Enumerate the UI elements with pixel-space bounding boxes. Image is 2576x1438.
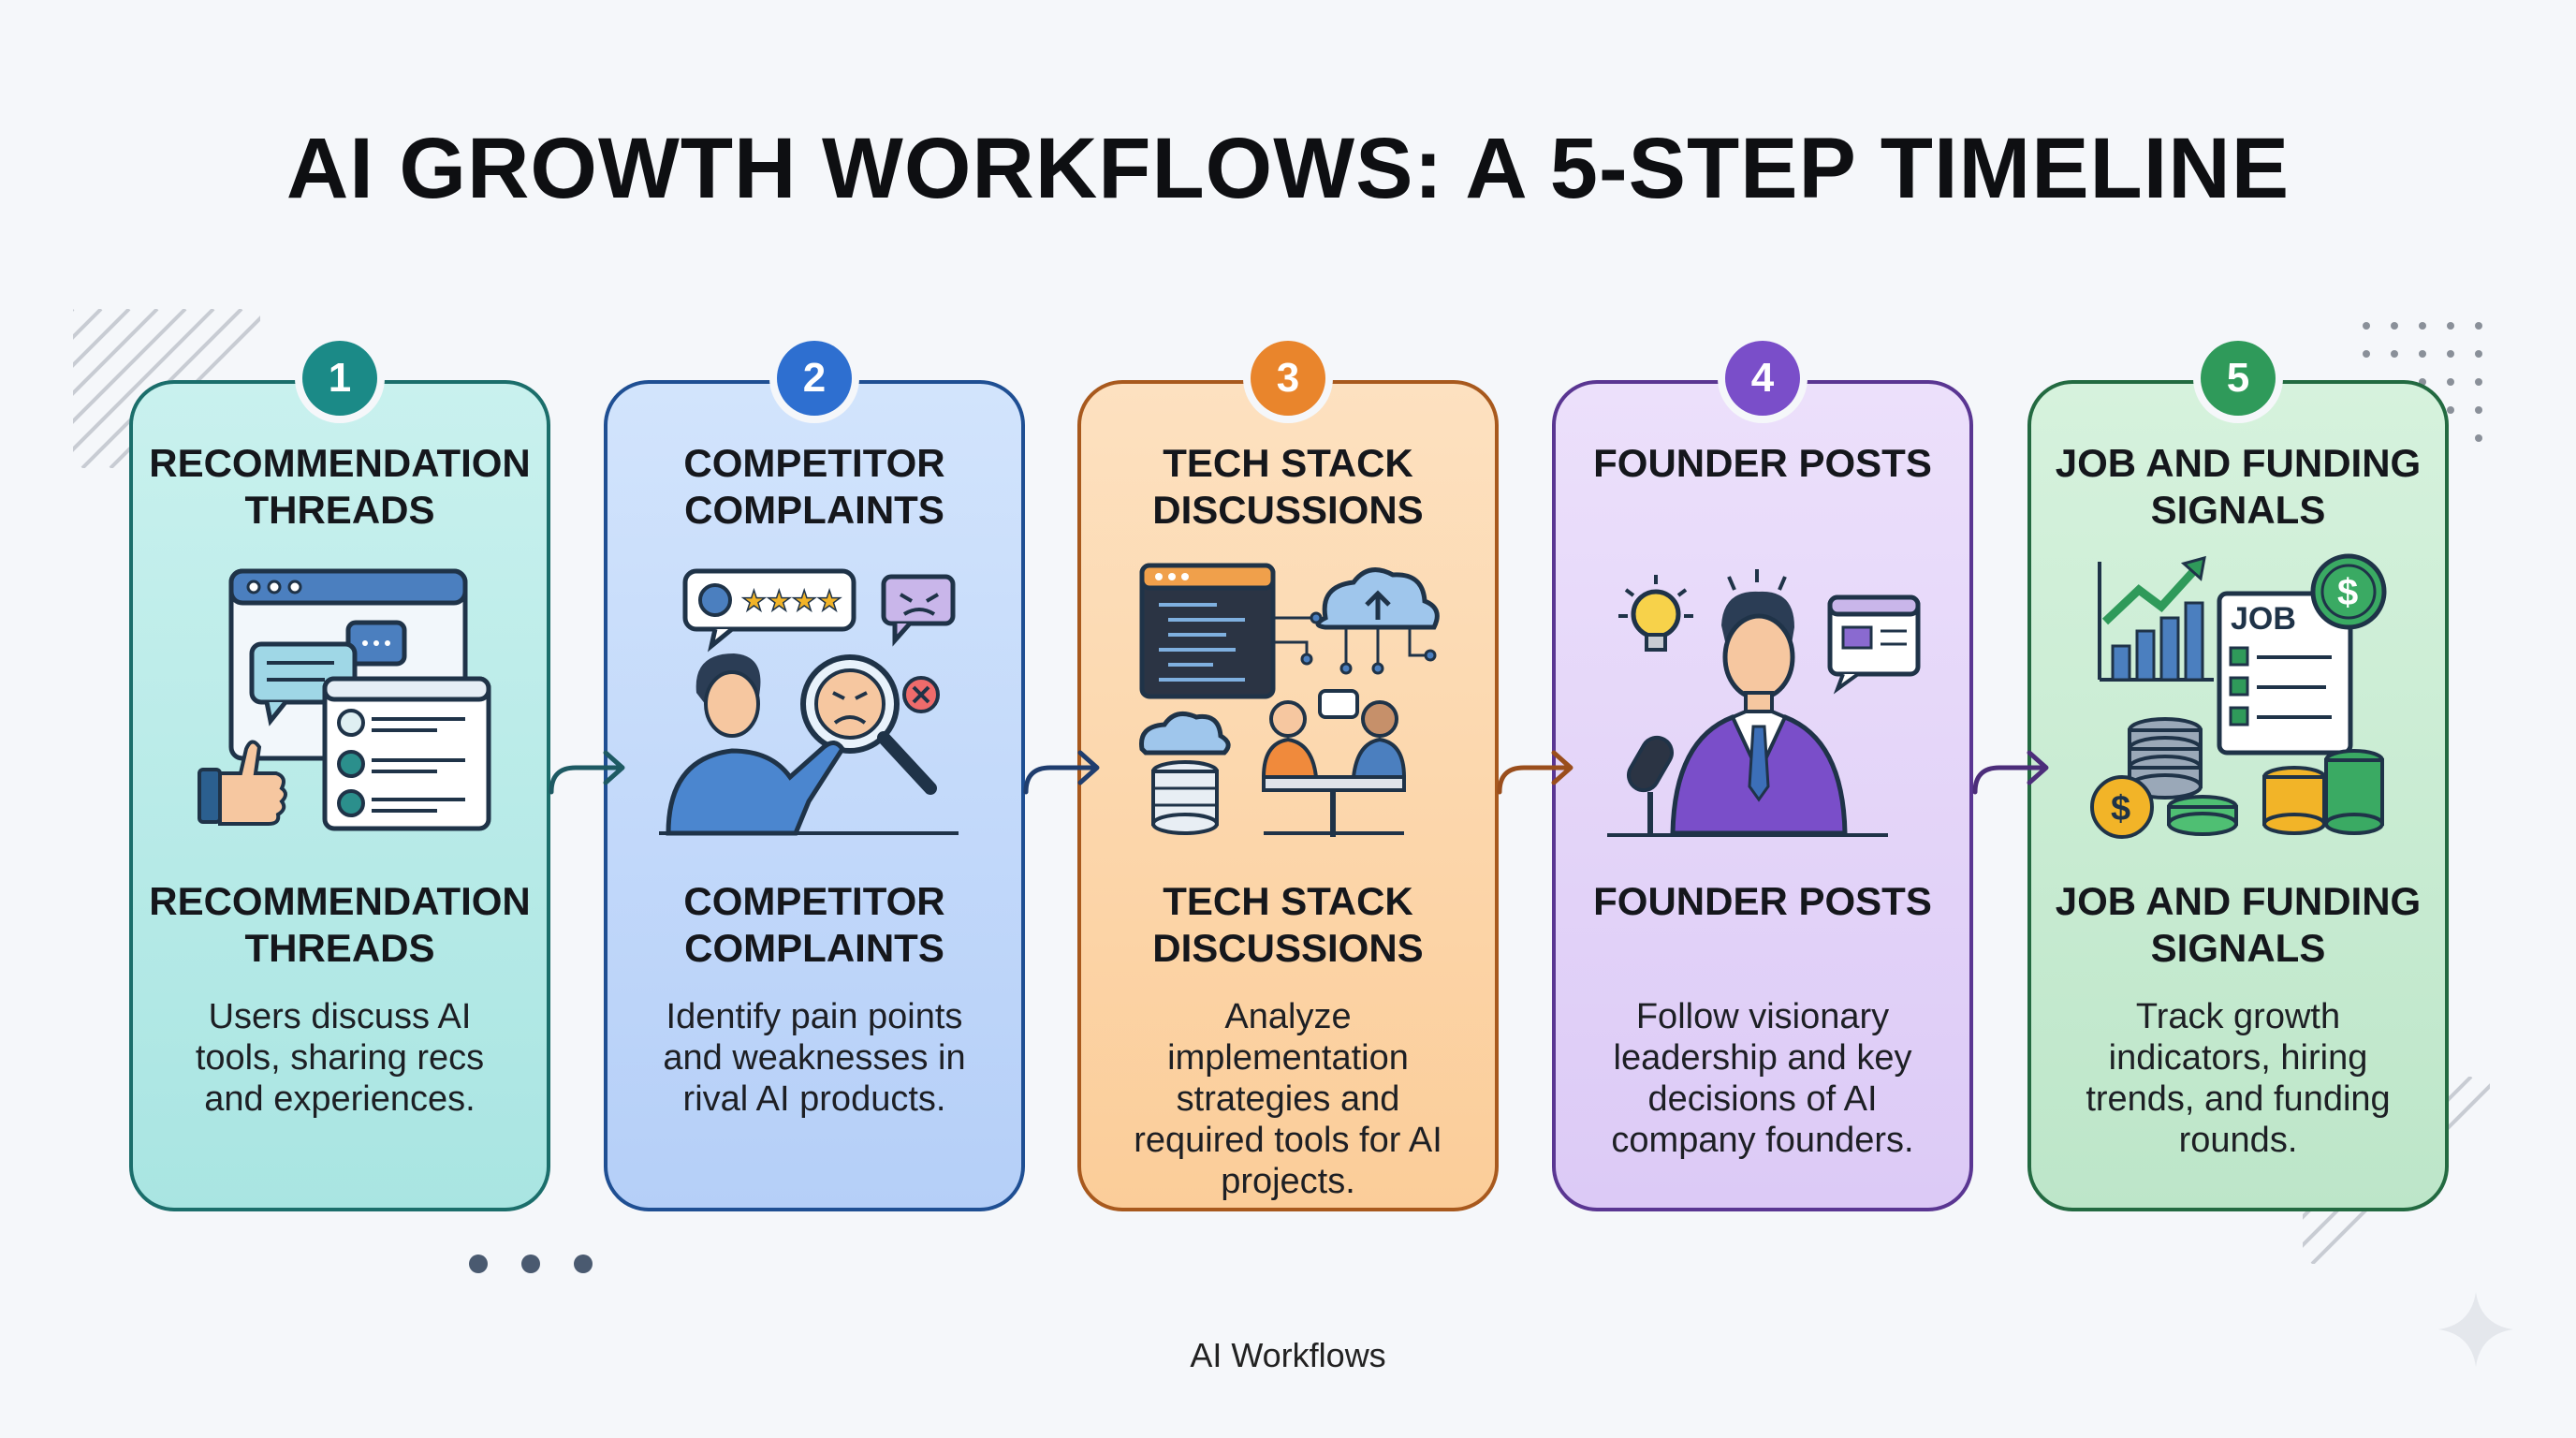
step-card-1: 1 RECOMMENDATION THREADS RECOMMENDATION …	[129, 341, 550, 1211]
step-heading: JOB AND FUNDING SIGNALS	[2055, 441, 2422, 532]
footer-label: AI Workflows	[1190, 1336, 1386, 1374]
step-heading: COMPETITOR COMPLAINTS	[683, 441, 945, 532]
step-subheading: TECH STACK DISCUSSIONS	[1152, 879, 1424, 970]
step-description: Analyze implementation strategies and re…	[1134, 997, 1442, 1201]
chat-windows-thumbs-up-icon	[198, 568, 491, 831]
step-heading: FOUNDER POSTS	[1593, 441, 1932, 485]
svg-text:$: $	[2337, 572, 2358, 613]
step-number-badge: 1	[302, 341, 377, 416]
step-subheading: FOUNDER POSTS	[1593, 879, 1932, 923]
svg-text:$: $	[2111, 789, 2130, 829]
step-number-badge: 5	[2201, 341, 2276, 416]
step-number-badge: 2	[777, 341, 852, 416]
step-subheading: RECOMMENDATION THREADS	[149, 879, 531, 970]
step-card-2: 2 COMPETITOR COMPLAINTS ★★★★ COMPETITOR …	[604, 341, 1025, 1211]
growth-chart-job-coins-icon: JOB $ $	[2090, 553, 2387, 839]
sparkle-decoration	[2438, 1292, 2513, 1367]
step-number-badge: 4	[1725, 341, 1800, 416]
step-subheading: COMPETITOR COMPLAINTS	[683, 879, 945, 970]
connector-arrow-icon	[1497, 750, 1573, 795]
svg-text:★★★★: ★★★★	[741, 586, 842, 617]
step-card-3: 3 TECH STACK DISCUSSIONS TECH STACK DISC…	[1077, 341, 1499, 1211]
connector-arrow-icon	[1972, 750, 2049, 795]
step-subheading: JOB AND FUNDING SIGNALS	[2055, 879, 2422, 970]
step-description: Follow visionary leadership and key deci…	[1611, 997, 1914, 1160]
step-heading: RECOMMENDATION THREADS	[149, 441, 531, 532]
step-card-5: 5 JOB AND FUNDING SIGNALS JOB $ $ JOB AN…	[2027, 341, 2449, 1211]
founder-microphone-icon	[1607, 569, 1921, 837]
person-magnifier-review-icon: ★★★★	[659, 568, 959, 836]
job-document-label: JOB	[2231, 601, 2296, 637]
three-dots-decoration	[469, 1255, 593, 1273]
step-description: Users discuss AI tools, sharing recs and…	[195, 997, 485, 1119]
step-number-badge: 3	[1251, 341, 1325, 416]
step-heading: TECH STACK DISCUSSIONS	[1152, 441, 1424, 532]
step-description: Track growth indicators, hiring trends, …	[2086, 997, 2391, 1160]
step-description: Identify pain points and weaknesses in r…	[663, 997, 966, 1119]
connector-arrow-icon	[549, 750, 625, 795]
page-title: AI GROWTH WORKFLOWS: A 5-STEP TIMELINE	[285, 121, 2291, 216]
code-cloud-team-icon	[1139, 563, 1440, 837]
step-card-4: 4 FOUNDER POSTS FOUNDER POSTS Follow vis…	[1552, 341, 1973, 1211]
connector-arrow-icon	[1023, 750, 1100, 795]
